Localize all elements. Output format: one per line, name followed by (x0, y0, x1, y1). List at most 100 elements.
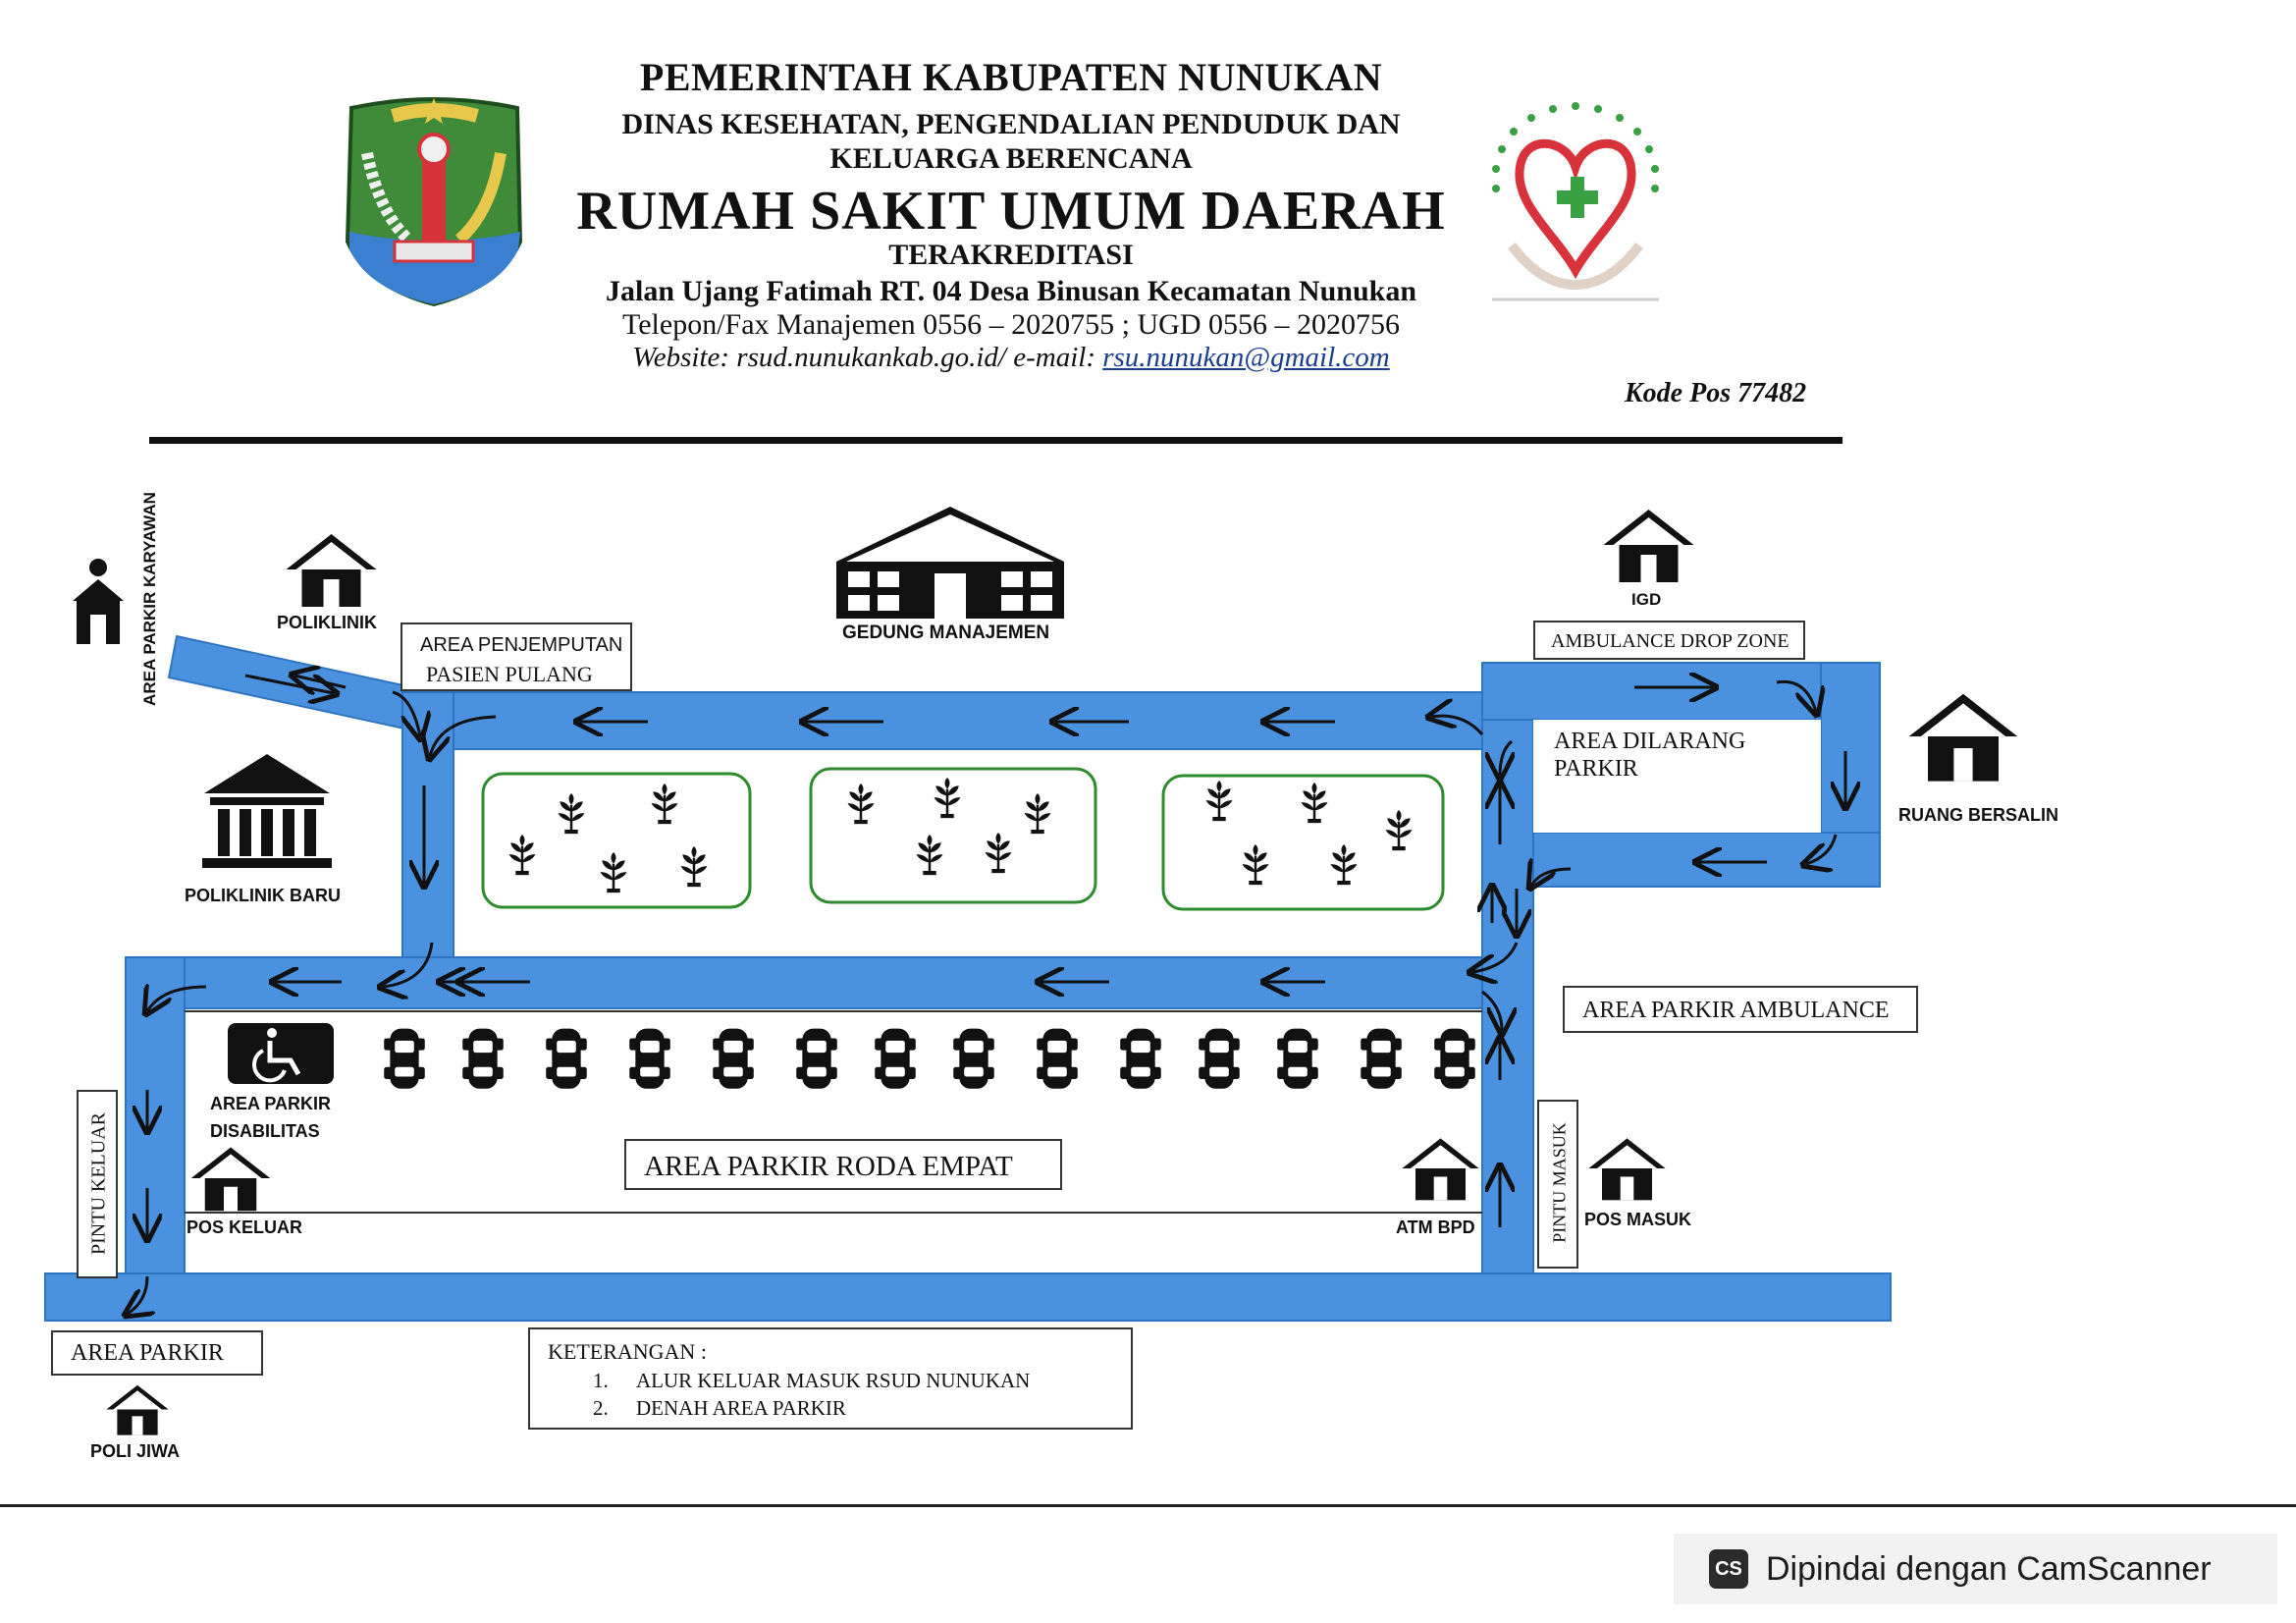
management-building-icon (836, 507, 1064, 619)
camscanner-logo-icon: CS (1709, 1549, 1748, 1589)
header-accreditation: TERAKREDITASI (888, 239, 1134, 271)
label-poliklinik-baru: POLIKLINIK BARU (185, 886, 341, 905)
header-contact: Website: rsud.nunukankab.go.id/ e-mail: … (632, 342, 1389, 374)
car-icon (1434, 1028, 1475, 1089)
car-icon (546, 1028, 587, 1089)
legend-title: KETERANGAN : (548, 1339, 707, 1364)
pintu-masuk-box: PINTU MASUK (1537, 1100, 1578, 1269)
label-area-parkir-roda-empat: AREA PARKIR RODA EMPAT (644, 1151, 1013, 1182)
car-icons (384, 1028, 1475, 1089)
bersalin-building-icon (1908, 693, 2018, 782)
car-icon (1037, 1028, 1078, 1089)
government-building-icon (202, 754, 332, 868)
arrow-icon (1431, 716, 1484, 736)
poli-jiwa-building-icon (106, 1384, 169, 1435)
pos-masuk-building-icon (1588, 1138, 1666, 1201)
area-parkir-ambulance-box: AREA PARKIR AMBULANCE (1563, 986, 1918, 1033)
header-divider (149, 437, 1842, 444)
car-icon (1277, 1028, 1318, 1089)
label-area-parkir-karyawan: AREA PARKIR KARYAWAN (139, 492, 159, 706)
label-gedung-manajemen: GEDUNG MANAJEMEN (842, 622, 1050, 643)
arrow-icon (392, 690, 420, 736)
legend-item-2-text: DENAH AREA PARKIR (636, 1396, 846, 1420)
heart-logo-icon (1492, 102, 1659, 301)
legend-box: KETERANGAN : 1. ALUR KELUAR MASUK RSUD N… (528, 1327, 1133, 1430)
arrow-icon (1472, 942, 1519, 972)
legend-item-2-num: 2. (593, 1396, 609, 1420)
pintu-keluar-box: PINTU KELUAR (77, 1090, 118, 1278)
road-karyawan-entry (167, 634, 414, 730)
wheelchair-icon (228, 1023, 334, 1084)
no-parking-block (1533, 720, 1821, 833)
label-parkir-dilarang: PARKIR (1554, 756, 1638, 782)
label-pintu-keluar: PINTU KELUAR (87, 1112, 110, 1255)
legend-item-1-num: 1. (593, 1369, 609, 1392)
road-network (44, 634, 1892, 1322)
car-icon (1120, 1028, 1161, 1089)
employee-parking-icon (73, 559, 124, 644)
arrow-icon (1806, 834, 1838, 864)
car-icon (384, 1028, 425, 1089)
arrow-icon (383, 942, 434, 987)
label-area-penjemputan: AREA PENJEMPUTAN (420, 634, 623, 656)
legend-item-1-text: ALUR KELUAR MASUK RSUD NUNUKAN (636, 1369, 1031, 1392)
garden-bed (481, 772, 752, 909)
label-igd: IGD (1631, 590, 1662, 609)
header-email-link[interactable]: rsu.nunukan@gmail.com (1102, 342, 1390, 373)
header-address: Jalan Ujang Fatimah RT. 04 Desa Binusan … (605, 275, 1417, 307)
road-exit-column (125, 956, 186, 1277)
label-poli-jiwa: POLI JIWA (90, 1441, 181, 1461)
arrow-icon (128, 1275, 147, 1314)
header-agency-line2: KELUARGA BERENCANA (829, 142, 1193, 175)
house-icon (286, 534, 377, 607)
header-hospital-title: RUMAH SAKIT UMUM DAERAH (576, 181, 1446, 242)
label-ambulance-drop-zone: AMBULANCE DROP ZONE (1551, 630, 1789, 652)
area-parkir-roda-empat-box: AREA PARKIR RODA EMPAT (624, 1139, 1062, 1190)
label-pasien-pulang: PASIEN PULANG (426, 662, 593, 686)
label-area-parkir-ambulance: AREA PARKIR AMBULANCE (1582, 998, 1890, 1023)
car-icon (462, 1028, 504, 1089)
header-website: Website: rsud.nunukankab.go.id/ e-mail: (632, 342, 1103, 373)
arrow-icon (1531, 869, 1572, 886)
header-government: PEMERINTAH KABUPATEN NUNUKAN (639, 55, 1383, 99)
label-pos-keluar: POS KELUAR (187, 1217, 303, 1237)
camscanner-badge: CS Dipindai dengan CamScanner (1674, 1534, 2277, 1604)
ambulance-drop-zone-box: AMBULANCE DROP ZONE (1533, 621, 1805, 660)
footer-divider (0, 1504, 2296, 1507)
header-agency-line1: DINAS KESEHATAN, PENGENDALIAN PENDUDUK D… (621, 108, 1401, 140)
car-icon (629, 1028, 670, 1089)
header-postal-code: Kode Pos 77482 (1625, 378, 1807, 408)
car-icon (796, 1028, 837, 1089)
pos-keluar-building-icon (190, 1147, 271, 1212)
header-phone: Telepon/Fax Manajemen 0556 – 2020755 ; U… (622, 308, 1400, 341)
car-icon (1199, 1028, 1240, 1089)
area-penjemputan-box: AREA PENJEMPUTAN PASIEN PULANG (400, 622, 632, 691)
garden-bed (809, 767, 1097, 904)
label-ruang-bersalin: RUANG BERSALIN (1898, 805, 2059, 825)
car-icon (713, 1028, 754, 1089)
car-icon (953, 1028, 994, 1089)
garden-bed (1161, 774, 1445, 911)
label-area-parkir: AREA PARKIR (71, 1340, 224, 1366)
label-area-parkir-disabilitas: AREA PARKIR (210, 1094, 332, 1113)
camscanner-label: Dipindai dengan CamScanner (1766, 1549, 2212, 1588)
igd-building-icon (1603, 510, 1694, 582)
crest-icon (345, 97, 523, 307)
car-icon (1361, 1028, 1402, 1089)
garden-beds (481, 767, 1445, 911)
road-igd-bottom (1532, 832, 1881, 888)
arrow-icon (244, 674, 334, 693)
car-icon (875, 1028, 916, 1089)
area-parkir-box: AREA PARKIR (51, 1330, 263, 1376)
label-poliklinik: POLIKLINIK (277, 613, 377, 632)
arrow-icon (1776, 679, 1816, 712)
flow-arrows (128, 676, 1845, 1314)
label-disabilitas: DISABILITAS (210, 1121, 320, 1141)
atm-building-icon (1402, 1138, 1479, 1201)
label-pintu-masuk: PINTU MASUK (1549, 1122, 1570, 1243)
label-pos-masuk: POS MASUK (1584, 1210, 1692, 1229)
label-area-dilarang: AREA DILARANG (1554, 729, 1746, 754)
arrow-icon (147, 987, 207, 1011)
